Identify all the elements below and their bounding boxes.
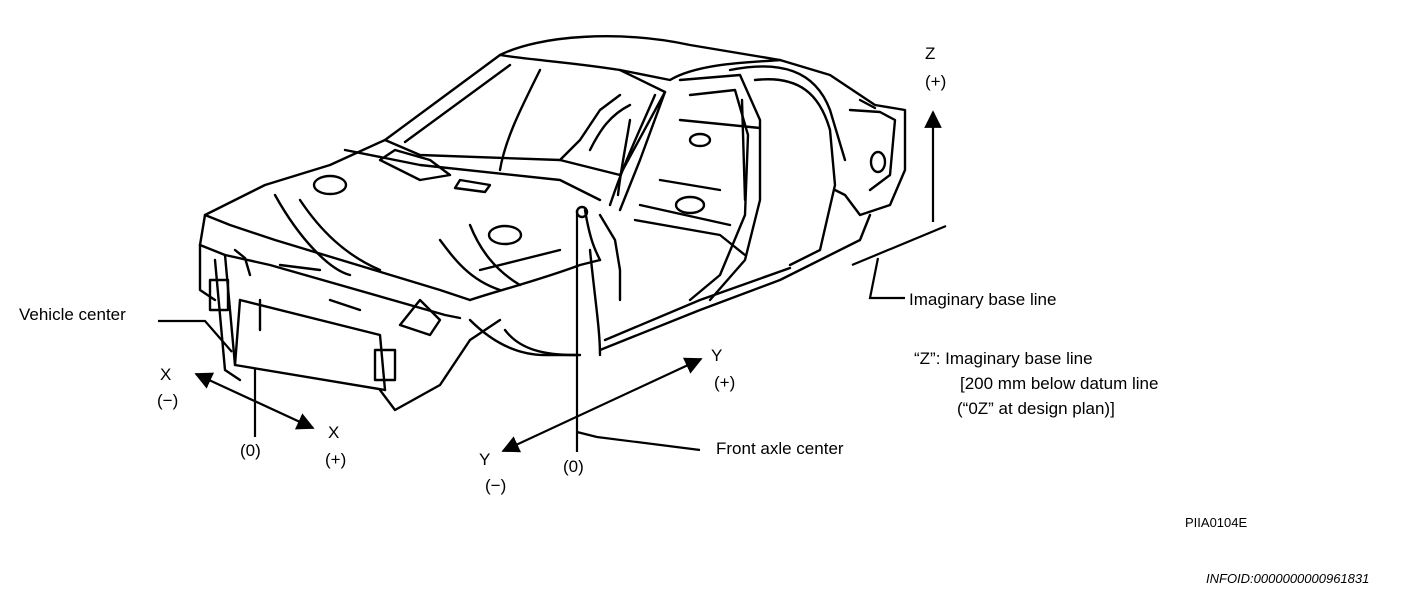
front-axle-center-label: Front axle center [716,439,844,458]
x-pos-label: X [328,423,340,442]
x-neg-label: X [160,365,172,384]
coordinate-axes [158,110,947,453]
note-line-1: “Z”: Imaginary base line [914,349,1093,368]
figure-code: PIIA0104E [1185,515,1248,530]
vehicle-center-leader [158,319,233,353]
z-axis-label: Z [925,44,936,63]
y-pos-label: Y [711,346,723,365]
x-pos-sign: (+) [325,450,347,469]
note-line-3: (“0Z” at design plan)] [957,399,1115,418]
imaginary-base-line-label: Imaginary base line [909,290,1057,309]
y-zero-label: (0) [563,457,584,476]
y-neg-sign: (−) [485,476,507,495]
front-axle-leader [576,430,701,452]
y-pos-sign: (+) [714,373,736,392]
imaginary-base-leader [868,257,905,300]
vehicle-center-label: Vehicle center [19,305,126,324]
x-zero-label: (0) [240,441,261,460]
y-neg-label: Y [479,450,491,469]
x-neg-sign: (−) [157,391,179,410]
car-body-outline [198,35,907,412]
info-id: INFOID:0000000000961831 [1206,571,1370,586]
note-line-2: [200 mm below datum line [960,374,1159,393]
y-axis-arrow [501,357,703,453]
z-axis-sign: (+) [925,72,947,91]
imaginary-base-line [851,224,947,267]
